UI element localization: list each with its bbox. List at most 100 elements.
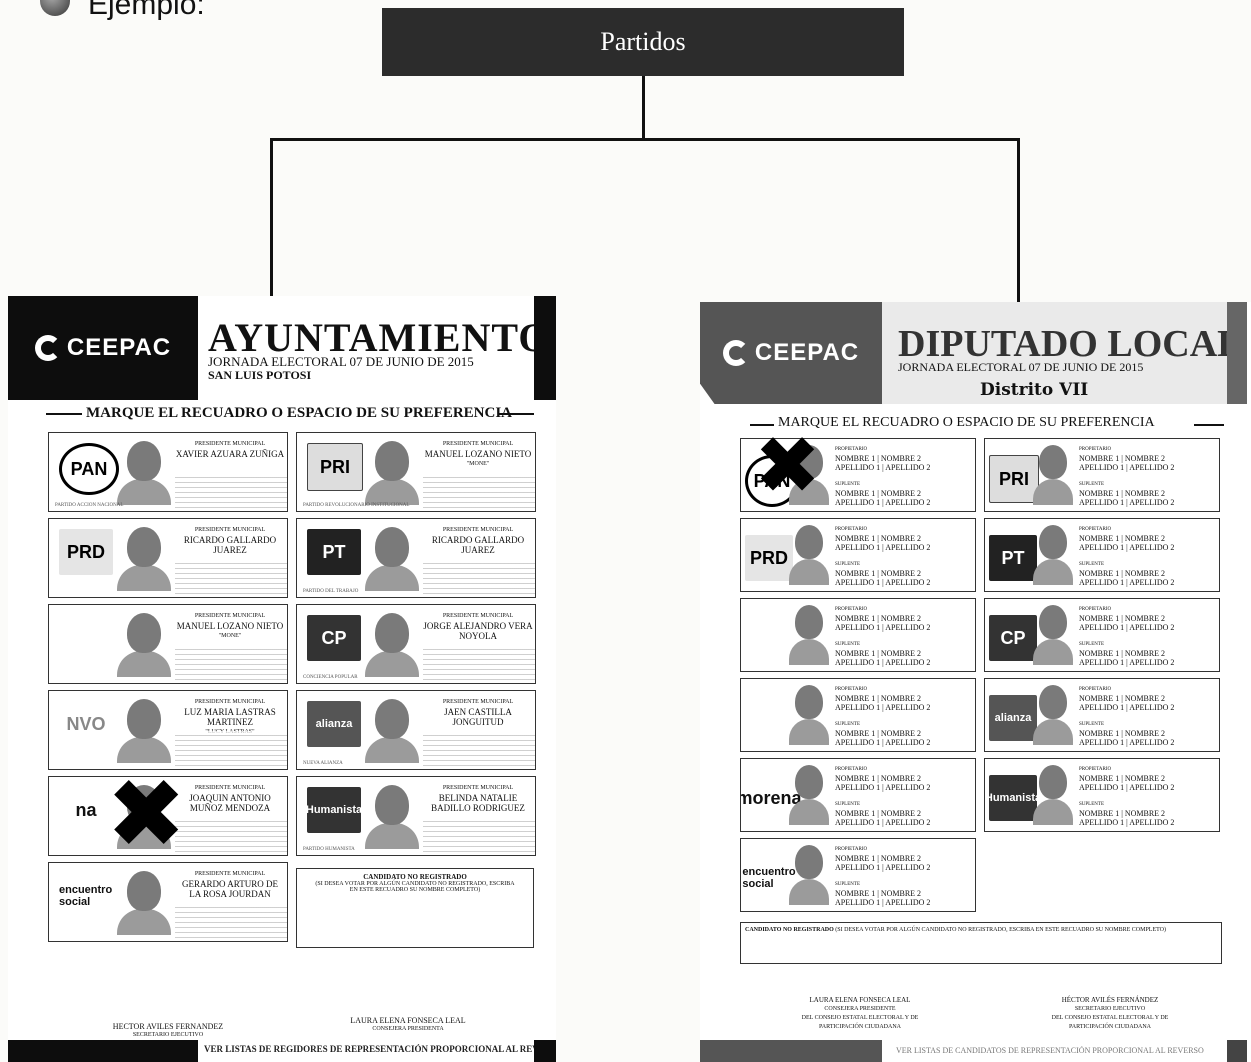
- candidate-role: PRESIDENTE MUNICIPAL: [442, 785, 514, 791]
- suplente-label: SUPLENTE: [835, 722, 860, 727]
- candidate-detail-lines: [423, 731, 535, 767]
- suplente-label: SUPLENTE: [1079, 802, 1104, 807]
- candidate-shoulders: [117, 823, 171, 849]
- party-logo-icon: encuentro social: [59, 873, 113, 919]
- signature-presidente: LAURA ELENA FONSECA LEAL CONSEJERA PRESI…: [780, 996, 940, 1032]
- suplente-names: NOMBRE 1 | NOMBRE 2: [1079, 809, 1166, 818]
- connector-stem: [642, 76, 645, 140]
- candidate-role: PRESIDENTE MUNICIPAL: [194, 699, 266, 705]
- candidate-photo: [127, 613, 161, 653]
- signature-secretario: HÉCTOR AVILÉS FERNÁNDEZ SECRETARIO EJECU…: [1030, 996, 1190, 1032]
- propietario-label: PROPIETARIO: [1079, 767, 1112, 772]
- party-logo-icon: PT: [989, 535, 1037, 581]
- propietario-surnames: APELLIDO 1 | APELLIDO 2: [835, 863, 931, 872]
- suplente-label: SUPLENTE: [1079, 482, 1104, 487]
- unregistered-line: CANDIDATO NO REGISTRADO (SI DESEA VOTAR …: [741, 923, 1221, 937]
- suplente-surnames: APELLIDO 1 | APELLIDO 2: [1079, 818, 1175, 827]
- candidate-shoulders: [789, 559, 829, 585]
- suplente-label: SUPLENTE: [1079, 562, 1104, 567]
- signature-org: DEL CONSEJO ESTATAL ELECTORAL Y DE PARTI…: [801, 1015, 919, 1030]
- party-logo-icon: PRD: [59, 529, 113, 575]
- unregistered-box[interactable]: CANDIDATO NO REGISTRADO (SI DESEA VOTAR …: [296, 868, 534, 948]
- unregistered-text: (SI DESEA VOTAR POR ALGÚN CANDIDATO NO R…: [835, 927, 1167, 933]
- candidate-detail-lines: [175, 473, 287, 509]
- candidate-photo: [375, 613, 409, 653]
- propietario-label: PROPIETARIO: [1079, 527, 1112, 532]
- candidate-detail-lines: [423, 817, 535, 853]
- candidate-role: PRESIDENTE MUNICIPAL: [194, 871, 266, 877]
- signature-title: SECRETARIO EJECUTIVO: [132, 1032, 204, 1038]
- candidate-photo: [375, 699, 409, 739]
- candidate-name: RICARDO GALLARDO JUAREZ: [183, 535, 277, 555]
- candidate-detail-lines: [175, 903, 287, 939]
- candidate-name: JOAQUIN ANTONIO MUÑOZ MENDOZA: [189, 793, 271, 813]
- propietario-names: NOMBRE 1 | NOMBRE 2: [1079, 454, 1166, 463]
- marque-rule-right: [1194, 424, 1224, 426]
- ballot-subtitle: JORNADA ELECTORAL 07 DE JUNIO DE 2015: [208, 354, 474, 369]
- propietario-names: NOMBRE 1 | NOMBRE 2: [835, 534, 922, 543]
- marque-rule-right: [498, 413, 534, 415]
- suplente-surnames: APELLIDO 1 | APELLIDO 2: [1079, 498, 1175, 507]
- candidate-shoulders: [1033, 479, 1073, 505]
- party-label: CONCIENCIA POPULAR: [303, 675, 358, 680]
- candidate-name: MANUEL LOZANO NIETO: [176, 621, 284, 631]
- candidate-shoulders: [789, 719, 829, 745]
- candidate-shoulders: [365, 565, 419, 591]
- intro-text: Ejemplo:: [88, 0, 205, 21]
- signature-title: CONSEJERA PRESIDENTA: [372, 1026, 444, 1032]
- footer-grey-right: [1227, 1040, 1247, 1062]
- unregistered-box[interactable]: CANDIDATO NO REGISTRADO (SI DESEA VOTAR …: [740, 922, 1222, 964]
- candidate-shoulders: [1033, 559, 1073, 585]
- party-label: PARTIDO ACCION NACIONAL: [55, 503, 124, 508]
- ballot-district: Distrito VII: [980, 380, 1089, 400]
- candidate-role: PRESIDENTE MUNICIPAL: [442, 527, 514, 533]
- suplente-surnames: APELLIDO 1 | APELLIDO 2: [1079, 578, 1175, 587]
- suplente-surnames: APELLIDO 1 | APELLIDO 2: [1079, 658, 1175, 667]
- candidate-photo: [127, 871, 161, 911]
- candidate-detail-lines: [423, 645, 535, 681]
- suplente-label: SUPLENTE: [835, 482, 860, 487]
- suplente-names: NOMBRE 1 | NOMBRE 2: [1079, 649, 1166, 658]
- party-logo-icon: na: [59, 787, 113, 833]
- propietario-surnames: APELLIDO 1 | APELLIDO 2: [1079, 623, 1175, 632]
- propietario-surnames: APELLIDO 1 | APELLIDO 2: [835, 463, 931, 472]
- propietario-names: NOMBRE 1 | NOMBRE 2: [835, 454, 922, 463]
- ballot-subtitle: JORNADA ELECTORAL 07 DE JUNIO DE 2015: [898, 360, 1144, 374]
- propietario-surnames: APELLIDO 1 | APELLIDO 2: [1079, 543, 1175, 552]
- party-logo-icon: PAN: [59, 443, 119, 495]
- suplente-names: NOMBRE 1 | NOMBRE 2: [835, 809, 922, 818]
